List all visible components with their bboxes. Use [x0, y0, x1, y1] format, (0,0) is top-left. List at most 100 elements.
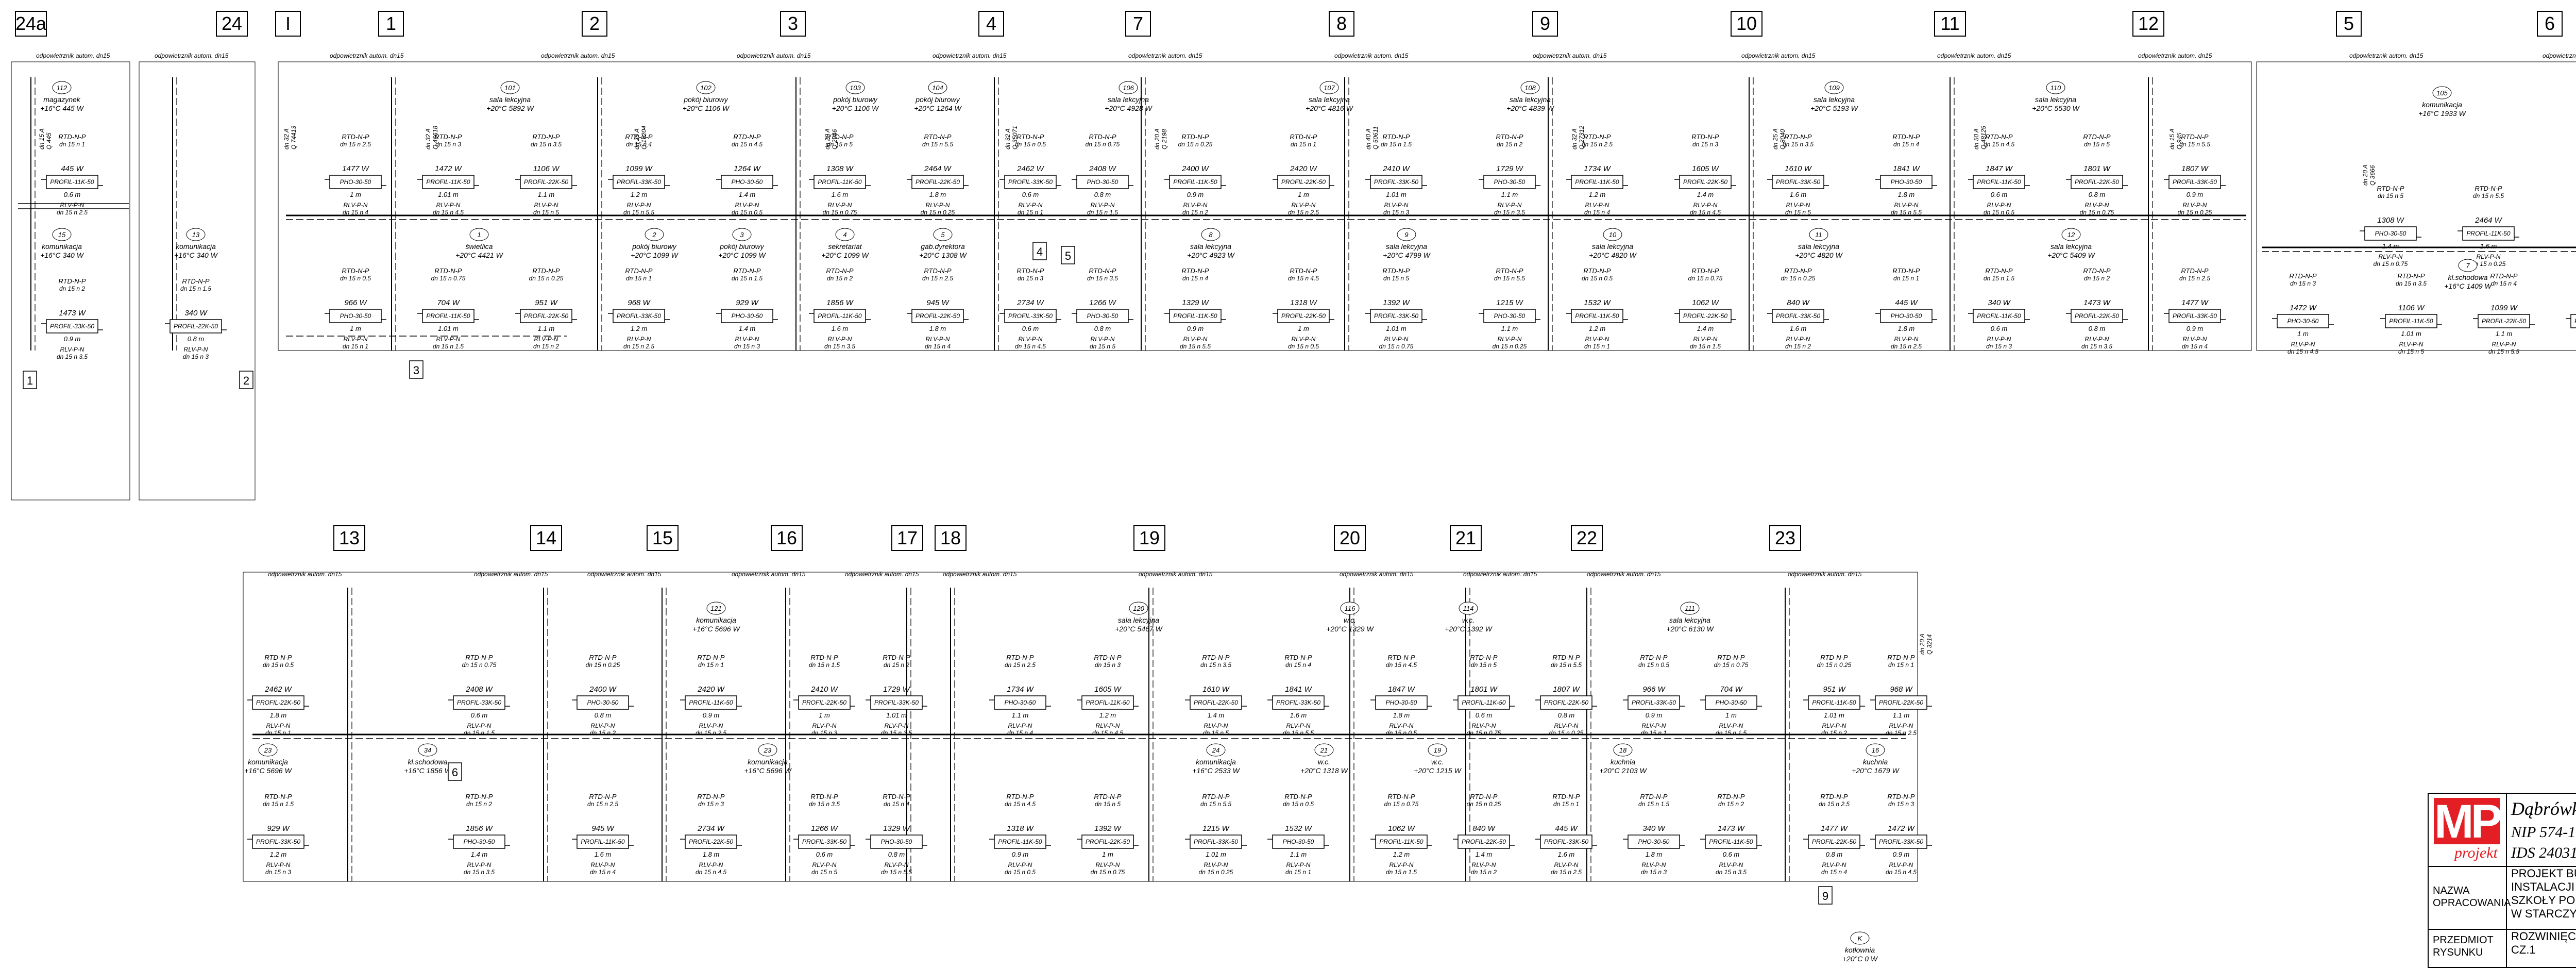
pipe-dn-label: dn 15 n 0.75	[1379, 343, 1414, 350]
air-vent-label: odpowietrznik autom. dn15	[2138, 52, 2212, 59]
valve-label: RTD-N-P	[1006, 793, 1034, 800]
radiator-length: 1.1 m	[538, 325, 555, 332]
valve-label: RTD-N-P	[1640, 654, 1668, 661]
pipe-dn-label: dn 15 n 2.5	[587, 800, 618, 808]
pipe-dn-label: dn 15 n 1.5	[809, 661, 840, 669]
radiator-length: 1.1 m	[1501, 191, 1518, 198]
room-number: 107	[1324, 84, 1335, 92]
pipe-dn-label: dn 15 n 0.25	[1817, 661, 1852, 669]
pipe-dn-label: dn 15 n 4	[626, 141, 652, 148]
pipe-dn-label: dn 15 n 4	[884, 800, 909, 808]
return-valve-label: RLV-P-N	[1498, 336, 1522, 343]
pipe-dn-label: dn 15 n 5	[1203, 729, 1229, 737]
radiator-type: PROFIL-11K-50	[818, 312, 861, 320]
valve-label: RTD-N-P	[1284, 654, 1312, 661]
radiator-power: 2410 W	[1382, 164, 1411, 173]
pipe-dn-label: dn 15 n 1	[1893, 275, 1919, 282]
valve-label: RTD-N-P	[1892, 133, 1920, 141]
radiator	[1808, 695, 1860, 710]
room-number: 110	[2050, 84, 2061, 92]
valve-label: RTD-N-P	[1887, 793, 1915, 800]
column-number: 20	[1340, 527, 1360, 548]
radiator	[798, 695, 851, 710]
radiator	[520, 309, 572, 323]
radiator-power: 1856 W	[466, 824, 494, 833]
return-valve-label: RLV-P-N	[812, 861, 837, 869]
valve-label: RTD-N-P	[1094, 654, 1122, 661]
pipe-dn-label: dn 15 n 2.5	[1005, 661, 1036, 669]
radiator-type: PROFIL-22K-50	[1281, 312, 1326, 320]
radiator	[453, 835, 505, 849]
radiator-length: 1 m	[350, 191, 361, 198]
radiator	[1772, 309, 1824, 323]
pipe-dn-label: dn 15 n 5.5	[1180, 343, 1211, 350]
radiator-power: 1215 W	[1496, 298, 1524, 307]
radiator-power: 2734 W	[1016, 298, 1045, 307]
radiator-power: 1472 W	[435, 164, 463, 173]
radiator-length: 1.6 m	[1290, 711, 1307, 719]
radiator	[329, 309, 382, 323]
radiator-length: 0.9 m	[1187, 191, 1204, 198]
radiator-type: PROFIL-22K-50	[689, 838, 733, 845]
pipe-dn-label: dn 15 n 5	[811, 869, 837, 876]
return-valve-label: RLV-P-N	[1183, 202, 1208, 209]
radiator-type: PROFIL-22K-50	[174, 323, 218, 330]
column-number-box	[1731, 11, 1762, 37]
radiator-power: 929 W	[736, 298, 759, 307]
column-number-box	[1532, 11, 1558, 37]
radiator-type: PROFIL-22K-50	[1281, 178, 1326, 186]
radiator-length: 1.01 m	[1824, 711, 1844, 719]
radiator-length: 1.1 m	[538, 191, 555, 198]
radiator-type: PHO-30-50	[1891, 178, 1922, 186]
radiator-type: PROFIL-33K-50	[1374, 178, 1418, 186]
radiator-type: PROFIL-22K-50	[1812, 838, 1856, 845]
valve-label: RTD-N-P	[1640, 793, 1668, 800]
company-nip: NIP 574-167-89	[2511, 824, 2576, 841]
room-temperature-load: +20°C 5193 W	[1810, 104, 1858, 112]
radiator-length: 1.2 m	[631, 191, 648, 198]
valve-label: RTD-N-P	[1820, 793, 1848, 800]
radiator-length: 0.6 m	[64, 191, 81, 198]
radiator-length: 1.4 m	[1697, 191, 1714, 198]
pipe-dn-label: dn 15 n 4	[925, 343, 951, 350]
radiator-length: 1.6 m	[1790, 191, 1807, 198]
valve-label: RTD-N-P	[58, 133, 86, 141]
valve-label: RTD-N-P	[434, 133, 462, 141]
room-temperature-load: +20°C 5892 W	[486, 104, 534, 112]
company-logo: MP projekt	[2429, 794, 2507, 867]
air-vent-label: odpowietrznik autom. dn15	[2543, 52, 2576, 59]
radiator-power: 1318 W	[1290, 298, 1318, 307]
column-number-box	[216, 11, 248, 37]
return-valve-label: RLV-P-N	[534, 202, 558, 209]
radiator-length: 1.1 m	[1893, 711, 1910, 719]
valve-label: RTD-N-P	[1290, 133, 1317, 141]
pipe-dn-label: dn 15 n 0.75	[1467, 729, 1501, 737]
pipe-dn-label: dn 15 n 5.5	[1200, 800, 1231, 808]
pipe-dn-label: dn 15 n 1	[1018, 209, 1043, 216]
radiator-power: 1610 W	[1202, 685, 1230, 694]
return-valve-label: RLV-P-N	[1008, 722, 1032, 729]
column-number-box	[2132, 11, 2164, 37]
room-number: 121	[710, 605, 722, 612]
column-number: 4	[986, 13, 996, 34]
column-number: 15	[652, 527, 673, 548]
room-number-ellipse	[928, 81, 947, 94]
radiator	[1483, 309, 1536, 323]
radiator-power: 1266 W	[811, 824, 839, 833]
radiator	[1081, 695, 1134, 710]
pipe-dn-label: dn 15 n 0.5	[1638, 661, 1669, 669]
room-number: 108	[1524, 84, 1536, 92]
pipe-dn-label: dn 15 n 0.25	[1178, 141, 1213, 148]
radiator-length: 1 m	[1298, 191, 1309, 198]
return-valve-label: RLV-P-N	[1693, 202, 1718, 209]
room-name: pokój biurowy	[915, 95, 960, 104]
pipe-dn-label: dn 15 n 5	[827, 141, 853, 148]
valve-label: RTD-N-P	[264, 793, 292, 800]
pipe-dn-label: dn 15 n 4.5	[732, 141, 762, 148]
return-valve-label: RLV-P-N	[1389, 861, 1414, 869]
radiator-length: 0.8 m	[1826, 850, 1843, 858]
pipe-dn-label: dn 15 n 3.5	[2396, 280, 2427, 287]
room-number: 112	[57, 84, 67, 92]
radiator	[520, 175, 572, 189]
air-vent-label: odpowietrznik autom. dn15	[737, 52, 811, 59]
